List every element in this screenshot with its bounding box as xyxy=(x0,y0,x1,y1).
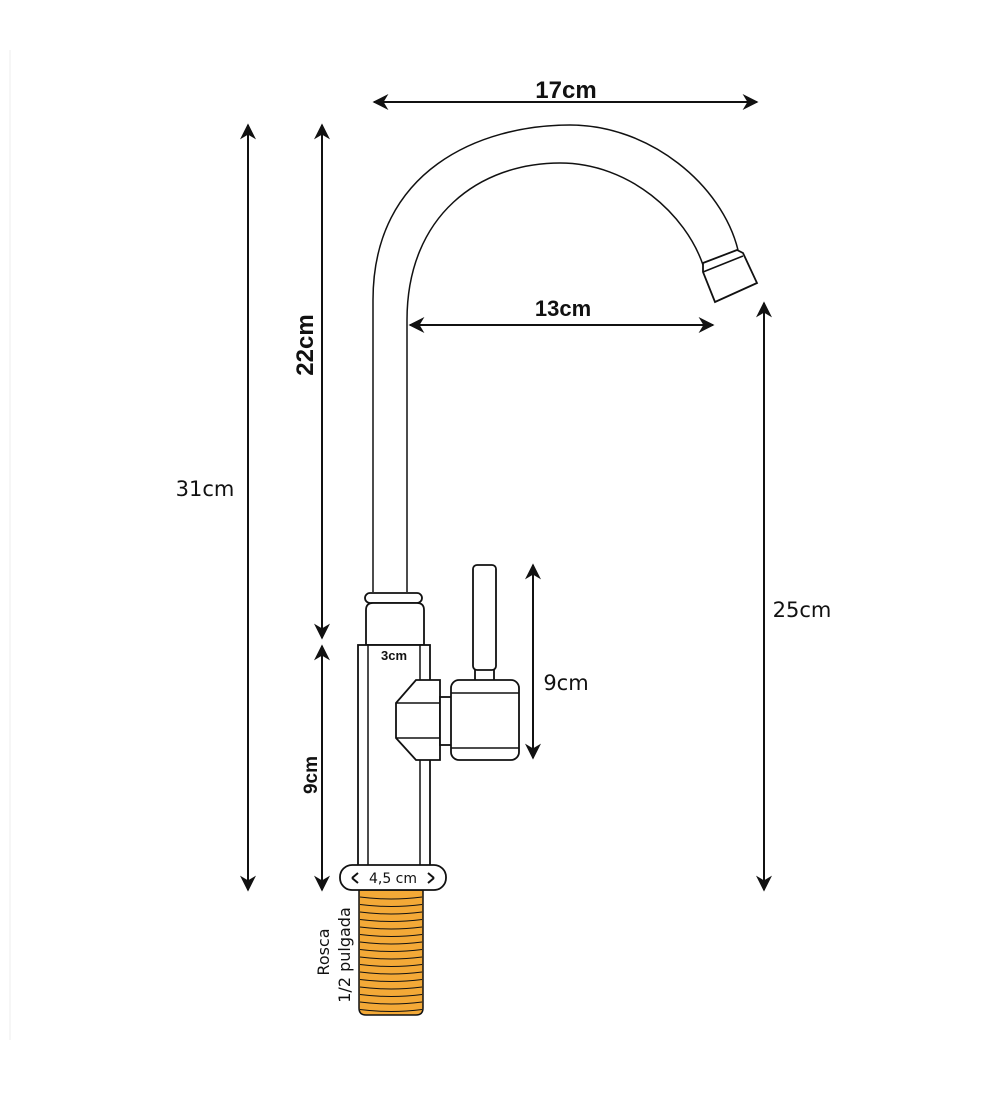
spout xyxy=(372,124,759,592)
thread-ridge xyxy=(359,994,423,997)
base-nut xyxy=(339,864,447,891)
thread-ridge xyxy=(359,911,423,915)
thread-ridge xyxy=(359,986,423,990)
thread-ridge xyxy=(359,956,423,960)
lever-handle xyxy=(472,564,497,671)
outlet-height-label: 25cm xyxy=(773,598,832,622)
thread-ridge xyxy=(359,941,423,945)
total-height-label: 31cm xyxy=(176,477,235,501)
body-width-label: 3cm xyxy=(381,648,407,663)
thread-ridge xyxy=(359,896,423,900)
thread-ridge xyxy=(359,934,423,937)
thread-ridge xyxy=(359,949,423,952)
thread-label-line2: 1/2 pulgada xyxy=(335,907,354,1003)
spout-height-label: 22cm xyxy=(292,314,319,375)
thread-ridge xyxy=(359,926,423,930)
thread-ridge xyxy=(359,971,423,975)
arrow-right-icon xyxy=(427,872,435,884)
faucet-body xyxy=(357,564,520,868)
base-height-label: 9cm xyxy=(301,756,322,794)
thread-ridge xyxy=(359,964,423,967)
thread-ridge xyxy=(359,904,423,907)
lever-height-label: 9cm xyxy=(543,671,588,695)
thread-ridge xyxy=(359,979,423,982)
thread-label-line1: Rosca xyxy=(314,928,333,975)
handle-box xyxy=(450,679,520,761)
collar-ring xyxy=(364,592,423,604)
nozzle xyxy=(702,249,759,304)
spout-reach-inner-label: 13cm xyxy=(535,296,591,321)
arrow-left-icon xyxy=(351,872,359,884)
thread xyxy=(358,889,424,1016)
thread-ridge xyxy=(359,1009,423,1012)
thread-ridge xyxy=(359,1001,423,1005)
thread-ridge xyxy=(359,919,423,922)
spout-reach-outer-label: 17cm xyxy=(535,77,596,104)
base-width-label: 4,5 cm xyxy=(369,871,417,887)
